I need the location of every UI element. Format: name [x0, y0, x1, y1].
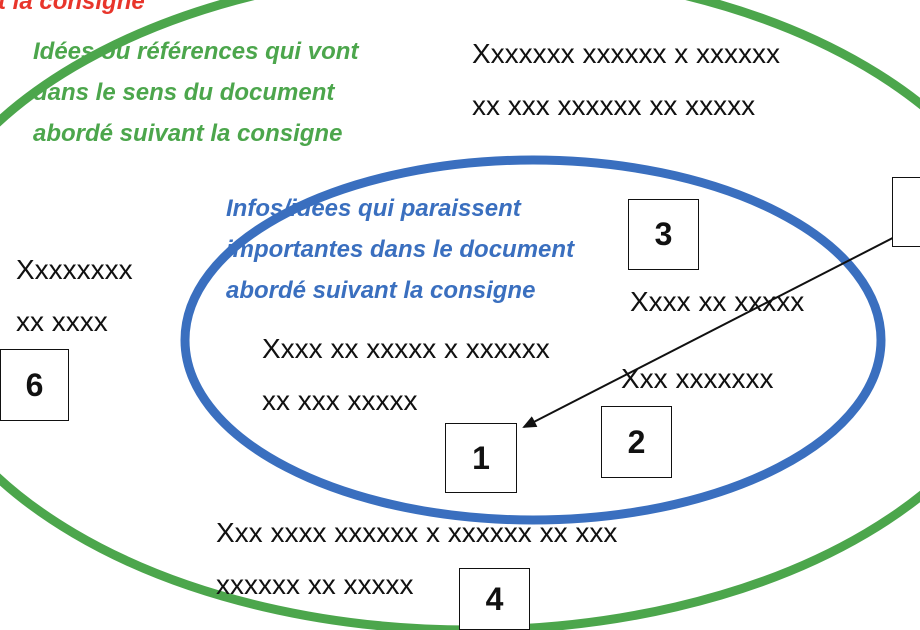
placeholder-left: Xxxxxxxx xx xxxx — [16, 244, 133, 348]
inner-ellipse — [180, 155, 886, 525]
placeholder-line: xxxxxx xx xxxxx — [216, 569, 414, 600]
placeholder-line: xx xxx xxxxxx xx xxxxx — [472, 90, 756, 121]
top-caption: t la consigne — [0, 0, 145, 15]
blue-caption-line: importantes dans le document — [226, 236, 575, 263]
placeholder-inner-center: Xxxx xx xxxxx x xxxxxx xx xxx xxxxx — [262, 323, 550, 427]
green-caption-line: Idées ou références qui vont — [33, 38, 359, 65]
number-box-4: 4 — [459, 568, 530, 630]
number-box-cut — [892, 177, 920, 247]
blue-caption: Infos/idées qui paraissent importantes d… — [226, 188, 574, 311]
placeholder-top-right: Xxxxxxx xxxxxx x xxxxxx xx xxx xxxxxx xx… — [472, 28, 780, 132]
placeholder-line: Xxxx xx xxxxx x xxxxxx — [262, 333, 550, 364]
number-box-3: 3 — [628, 199, 699, 270]
number-box-6: 6 — [0, 349, 69, 421]
blue-caption-line: abordé suivant la consigne — [226, 277, 536, 304]
arrow-line — [522, 222, 920, 428]
placeholder-bottom: Xxx xxxx xxxxxx x xxxxxx xx xxx xxxxxx x… — [216, 507, 617, 611]
placeholder-line: xx xxx xxxxx — [262, 385, 418, 416]
placeholder-line: xx xxxx — [16, 306, 108, 337]
number-box-2: 2 — [601, 406, 672, 478]
green-caption: Idées ou références qui vont dans le sen… — [33, 31, 358, 154]
blue-caption-line: Infos/idées qui paraissent — [226, 195, 521, 222]
placeholder-inner-right-top: Xxxx xx xxxxx — [630, 286, 805, 317]
placeholder-line: Xxxxxxx xxxxxx x xxxxxx — [472, 38, 781, 69]
green-caption-line: dans le sens du document — [33, 79, 335, 106]
green-caption-line: abordé suivant la consigne — [33, 120, 343, 147]
number-box-1: 1 — [445, 423, 517, 493]
placeholder-line: Xxx xxxx xxxxxx x xxxxxx xx xxx — [216, 517, 618, 548]
placeholder-inner-right-bottom: Xxx xxxxxxx — [621, 363, 774, 394]
placeholder-line: Xxxxxxxx — [16, 254, 133, 285]
